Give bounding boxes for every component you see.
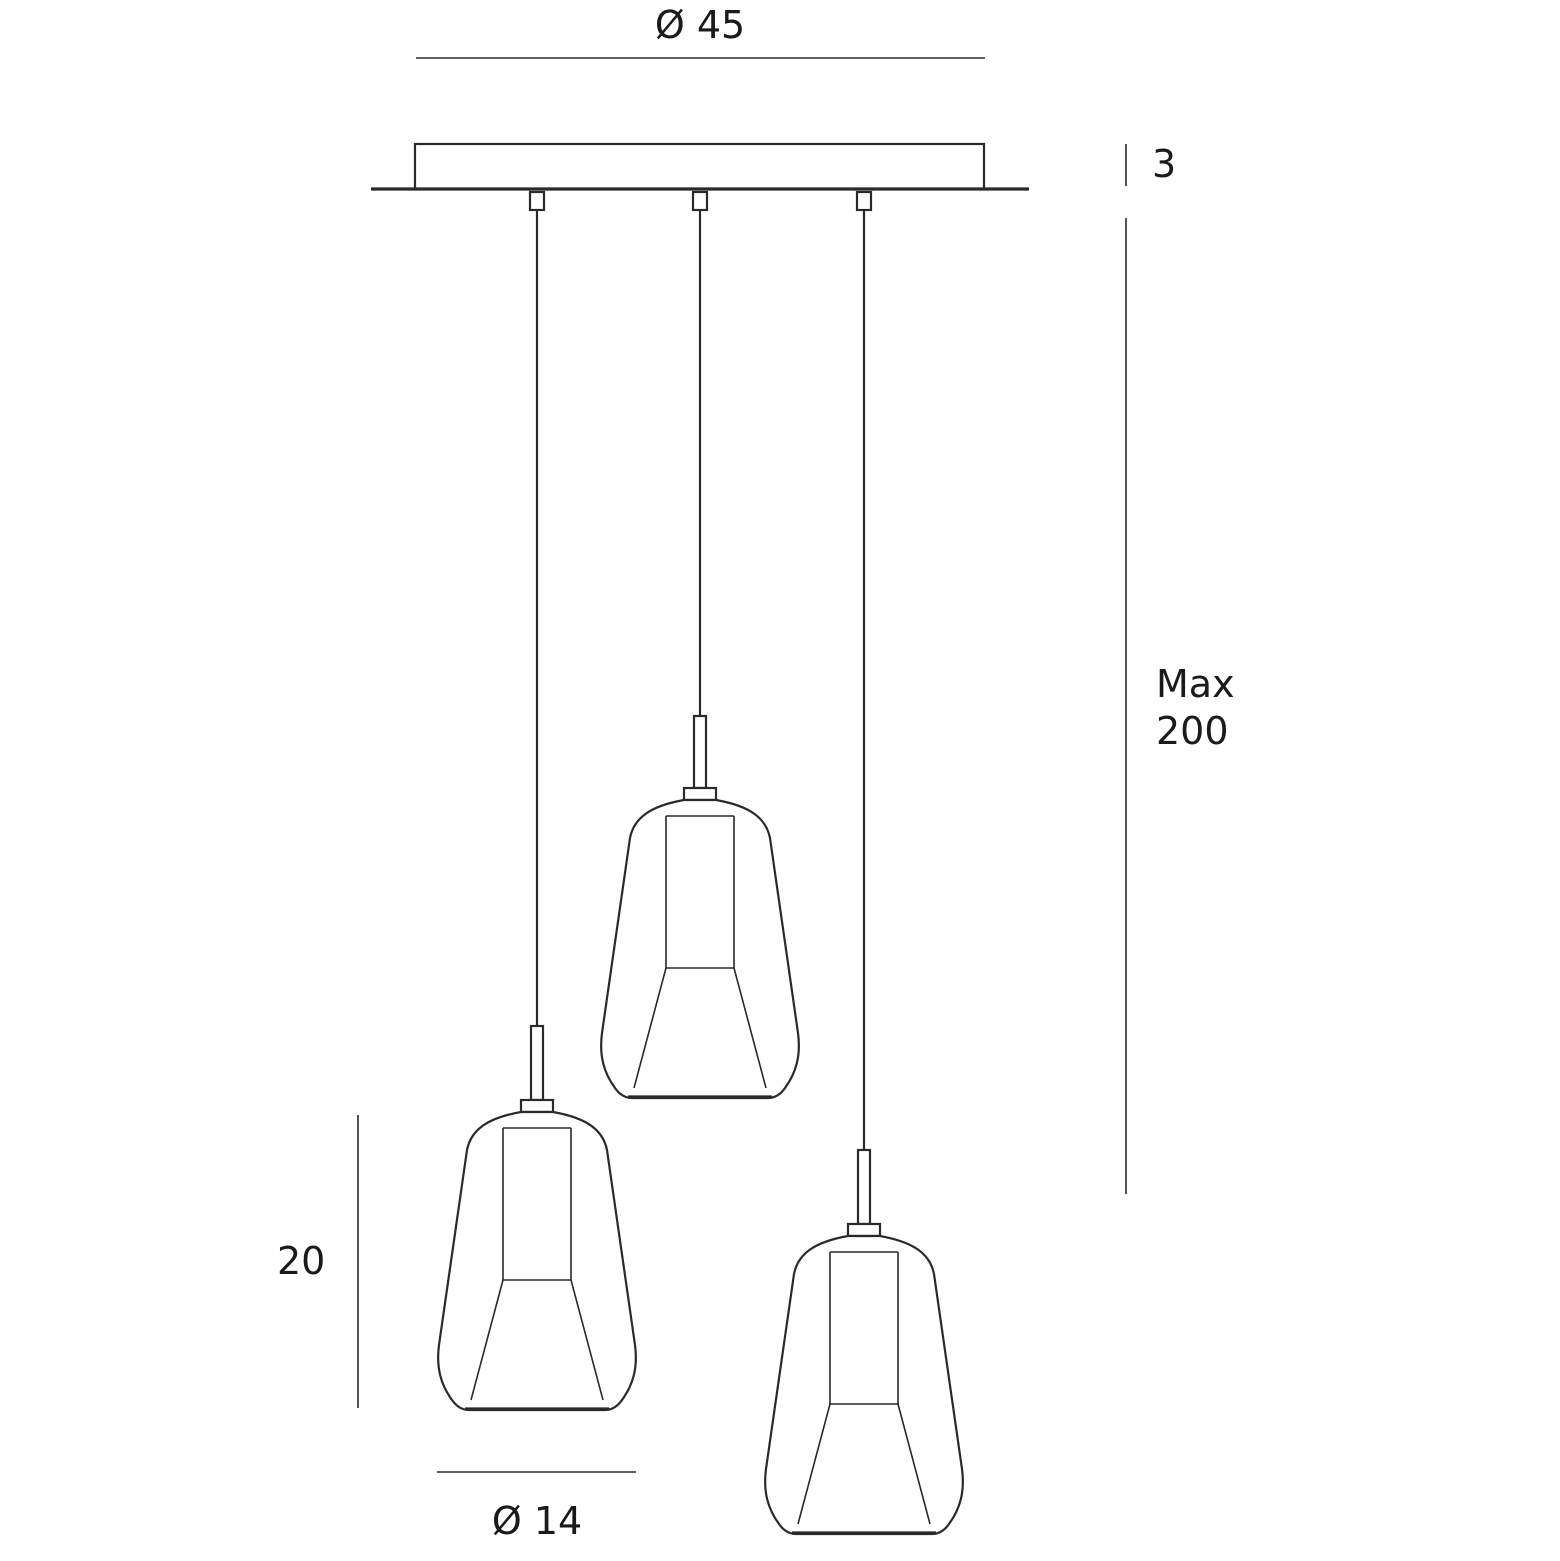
pendant-right bbox=[763, 210, 965, 1536]
canopy-box bbox=[413, 142, 986, 191]
canopy-diameter-dimension: Ø 45 bbox=[416, 3, 985, 59]
canopy-diameter-label: Ø 45 bbox=[655, 3, 745, 47]
max-length-dimension: Max 200 bbox=[1125, 218, 1235, 1194]
shade-height-label: 20 bbox=[277, 1239, 325, 1283]
ceiling-canopy bbox=[371, 142, 1029, 212]
cable-grip-left bbox=[528, 190, 546, 212]
cable-grip-center bbox=[691, 190, 709, 212]
pendant-center bbox=[599, 210, 801, 1100]
canopy-height-dimension: 3 bbox=[1125, 142, 1176, 186]
socket-right bbox=[856, 1148, 872, 1226]
socket-center bbox=[692, 714, 708, 790]
socket-left bbox=[529, 1024, 545, 1102]
shade-diameter-dimension: Ø 14 bbox=[437, 1471, 636, 1543]
shade-left bbox=[436, 1098, 638, 1412]
max-length-label-line1: Max bbox=[1156, 662, 1235, 706]
cable-grip-right bbox=[855, 190, 873, 212]
shade-height-dimension: 20 bbox=[277, 1115, 359, 1408]
shade-diameter-label: Ø 14 bbox=[492, 1499, 582, 1543]
shade-right bbox=[763, 1222, 965, 1536]
shade-center bbox=[599, 786, 801, 1100]
canopy-height-label: 3 bbox=[1152, 142, 1176, 186]
max-length-label-line2: 200 bbox=[1156, 709, 1229, 753]
pendant-left bbox=[436, 210, 638, 1412]
